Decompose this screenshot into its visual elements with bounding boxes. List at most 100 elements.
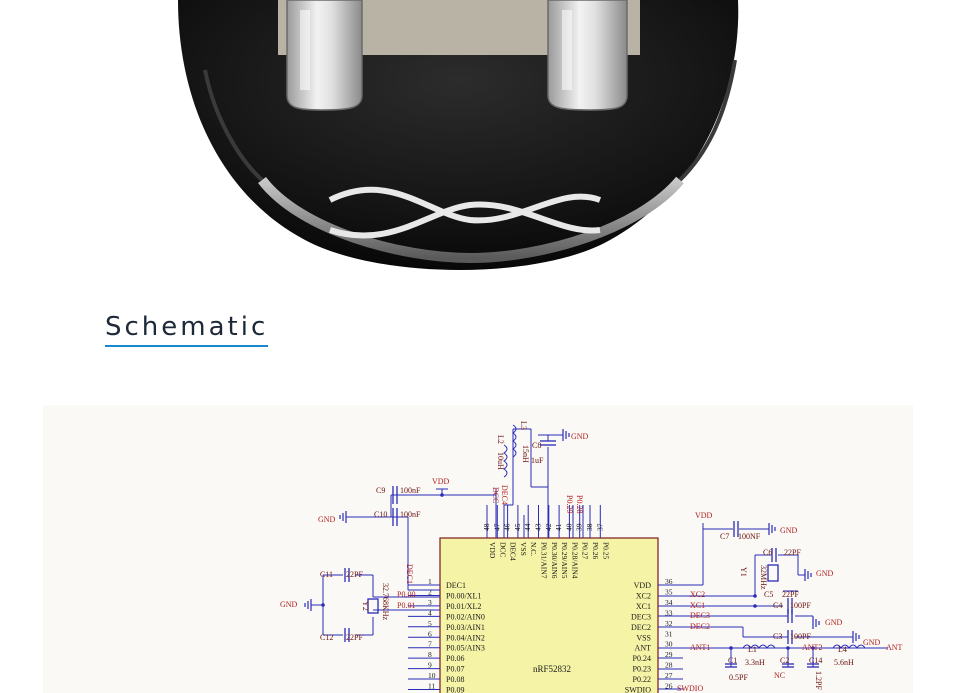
- c9-ref: C9: [376, 486, 385, 495]
- net-dec4: DEC4: [500, 485, 509, 505]
- pin-name: DEC3: [631, 612, 651, 621]
- net-gnd-left: GND: [280, 600, 298, 609]
- pin-name: VSS: [636, 633, 651, 642]
- c4-ref: C4: [773, 601, 782, 610]
- battery-holder-photo: [0, 0, 960, 280]
- pin-number: 38: [585, 523, 594, 531]
- c12-value: 22PF: [346, 633, 363, 642]
- pin-number: 3: [428, 598, 432, 607]
- pin-name: P0.29/AIN5: [560, 542, 569, 579]
- net-dec2: DEC2: [690, 622, 710, 631]
- y2-ref: Y2: [361, 601, 370, 611]
- pin-name: P0.31/AIN7: [540, 542, 549, 579]
- net-swdio: SWDIO: [677, 684, 703, 693]
- pin-name: P0.05/AIN3: [446, 644, 485, 653]
- pin-name: SWDIO: [625, 686, 651, 693]
- pin-number: 10: [428, 671, 436, 680]
- pin-number: 27: [665, 671, 673, 680]
- pin-number: 5: [428, 619, 432, 628]
- net-vdd-right: VDD: [695, 511, 713, 520]
- pin-name: VDD: [634, 581, 652, 590]
- pin-number: 46: [503, 523, 512, 531]
- net-dec3: DEC3: [690, 611, 710, 620]
- pin-number: 33: [665, 608, 673, 617]
- pin-number: 47: [492, 523, 501, 531]
- pin-number: 32: [665, 619, 673, 628]
- pin-number: 40: [564, 523, 573, 531]
- pin-name: DCC: [498, 542, 507, 557]
- pin-name: ANT: [635, 644, 652, 653]
- c9-value: 100nF: [400, 486, 421, 495]
- pin-name: DEC4: [509, 542, 518, 561]
- pin-number: 43: [534, 523, 543, 531]
- l2-ref: L2: [496, 435, 505, 444]
- net-gnd-top: GND: [571, 432, 589, 441]
- pin-name: P0.08: [446, 675, 464, 684]
- net-p029: P0.29: [565, 495, 574, 513]
- pin-name: P0.09: [446, 686, 464, 693]
- pin-name: VSS: [519, 542, 528, 556]
- pin-number: 30: [665, 640, 673, 649]
- pin-number: 4: [428, 608, 432, 617]
- pin-name: P0.01/XL2: [446, 602, 481, 611]
- y1-ref: Y1: [739, 567, 748, 577]
- pin-name: P0.28/AIN4: [570, 542, 579, 579]
- l4-value: 5.6nH: [834, 658, 854, 667]
- l3-value: 15nH: [521, 445, 530, 463]
- c1-value: 0.5PF: [729, 673, 748, 682]
- c6-value: 22PF: [784, 548, 801, 557]
- c7-ref: C7: [720, 532, 729, 541]
- chip-name: nRF52832: [533, 664, 571, 674]
- pin-number: 8: [428, 650, 432, 659]
- c14-value: 1.2PF: [814, 671, 823, 690]
- pin-number: 37: [595, 523, 604, 531]
- pin-name: P0.25: [601, 542, 610, 560]
- net-gnd-c4: GND: [825, 618, 843, 627]
- net-xc2: XC2: [690, 590, 705, 599]
- pin-name: XC2: [636, 591, 651, 600]
- c1-ref: C1: [728, 656, 737, 665]
- c11-ref: C11: [320, 570, 333, 579]
- c3-ref: C3: [773, 632, 782, 641]
- net-p000: P0.00: [397, 590, 415, 599]
- net-nc: NC: [774, 671, 785, 680]
- c11-value: 22PF: [346, 570, 363, 579]
- pin-number: 2: [428, 587, 432, 596]
- pin-name: P0.06: [446, 654, 464, 663]
- pin-number: 39: [575, 523, 584, 531]
- pin-number: 7: [428, 640, 432, 649]
- c8-value: 1uF: [531, 456, 544, 465]
- net-ant: ANT: [886, 643, 903, 652]
- c2-ref: C2: [780, 656, 789, 665]
- pin-number: 1: [428, 577, 432, 586]
- pin-name: P0.07: [446, 665, 464, 674]
- pin-number: 41: [554, 523, 563, 531]
- pin-name: DEC1: [446, 581, 466, 590]
- pin-number: 45: [513, 523, 522, 531]
- c6-ref: C6: [763, 548, 772, 557]
- pin-number: 11: [428, 682, 435, 691]
- pin-number: 29: [665, 650, 673, 659]
- section-title: Schematic: [105, 312, 269, 347]
- l1-ref: L1: [748, 645, 757, 654]
- pin-name: N.C.: [529, 542, 538, 556]
- net-p001: P0.01: [397, 601, 415, 610]
- pin-number: 44: [523, 523, 532, 531]
- c4-value: 100PF: [790, 601, 811, 610]
- pin-name: P0.00/XL1: [446, 591, 481, 600]
- net-xc1: XC1: [690, 601, 705, 610]
- pin-number: 28: [665, 661, 673, 670]
- y2-value: 32.768KHz: [381, 583, 390, 621]
- l1-value: 3.3nH: [745, 658, 765, 667]
- net-gnd-c10: GND: [318, 515, 336, 524]
- net-gnd-c3: GND: [863, 638, 881, 647]
- pin-name: DEC2: [631, 623, 651, 632]
- c8-ref: C8: [532, 441, 541, 450]
- pin-number: 34: [665, 598, 673, 607]
- net-dec1: DEC1: [405, 564, 414, 584]
- c5-value: 22PF: [782, 590, 799, 599]
- pin-name: P0.23: [633, 665, 651, 674]
- pin-name: P0.26: [591, 542, 600, 560]
- pin-number: 36: [665, 577, 673, 586]
